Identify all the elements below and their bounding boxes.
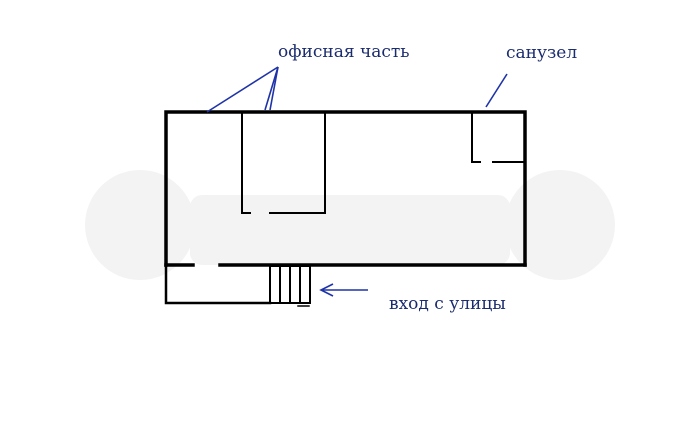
entrance-label: вход с улицы [389,294,506,314]
bathroom-walls [471,112,525,163]
entrance-arrow [319,283,368,297]
entrance-stairs [269,265,311,307]
office-leader-lines [206,66,279,113]
office-partition [241,112,326,214]
bathroom-leader-line [485,73,508,108]
office-label: офисная часть [278,42,410,62]
bathroom-label: санузел [506,43,577,63]
vestibule [164,263,272,305]
